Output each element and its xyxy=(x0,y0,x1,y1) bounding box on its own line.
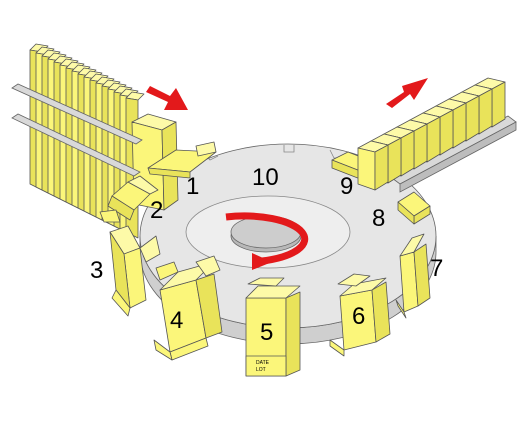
station-6-carton xyxy=(329,273,391,357)
station-number-6: 6 xyxy=(352,303,365,330)
outfeed-arrow-icon xyxy=(386,78,428,108)
station-number-7: 7 xyxy=(430,255,443,282)
station-5-carton xyxy=(245,277,301,377)
station-number-1: 1 xyxy=(186,173,199,200)
finished-carton-side xyxy=(478,88,493,135)
finished-carton-side xyxy=(439,109,454,156)
finished-carton-side xyxy=(426,116,441,163)
station-8-carton xyxy=(397,191,431,225)
box-print-lot: LOT xyxy=(256,367,266,373)
finished-carton-side xyxy=(387,137,402,184)
finished-carton-side xyxy=(413,123,428,170)
station-2-carton xyxy=(99,175,159,223)
station-7-carton xyxy=(395,233,431,319)
rotation-arrow-icon xyxy=(225,212,309,270)
station-1-carton xyxy=(147,141,217,179)
station-number-8: 8 xyxy=(372,205,385,232)
station-number-4: 4 xyxy=(170,307,183,334)
finished-carton-side xyxy=(452,102,467,149)
finished-carton-front xyxy=(357,147,376,191)
station-number-9: 9 xyxy=(340,173,353,200)
finished-carton-side xyxy=(465,95,480,142)
box-print-date: DATE xyxy=(256,360,270,366)
carton-magazine xyxy=(29,43,179,239)
magazine-rails xyxy=(11,83,143,177)
station-4-carton xyxy=(153,255,223,361)
finished-carton-side xyxy=(400,130,415,177)
station-number-10: 10 xyxy=(252,164,279,191)
station-3-carton xyxy=(109,225,161,317)
station-number-5: 5 xyxy=(260,319,273,346)
station-number-3: 3 xyxy=(90,257,103,284)
finished-carton-side xyxy=(374,144,389,191)
station-number-2: 2 xyxy=(150,197,163,224)
infeed-arrow-icon xyxy=(146,86,188,110)
finished-carton-side xyxy=(491,81,506,128)
outfeed-cartons xyxy=(357,77,506,191)
outfeed-conveyor xyxy=(391,115,517,193)
